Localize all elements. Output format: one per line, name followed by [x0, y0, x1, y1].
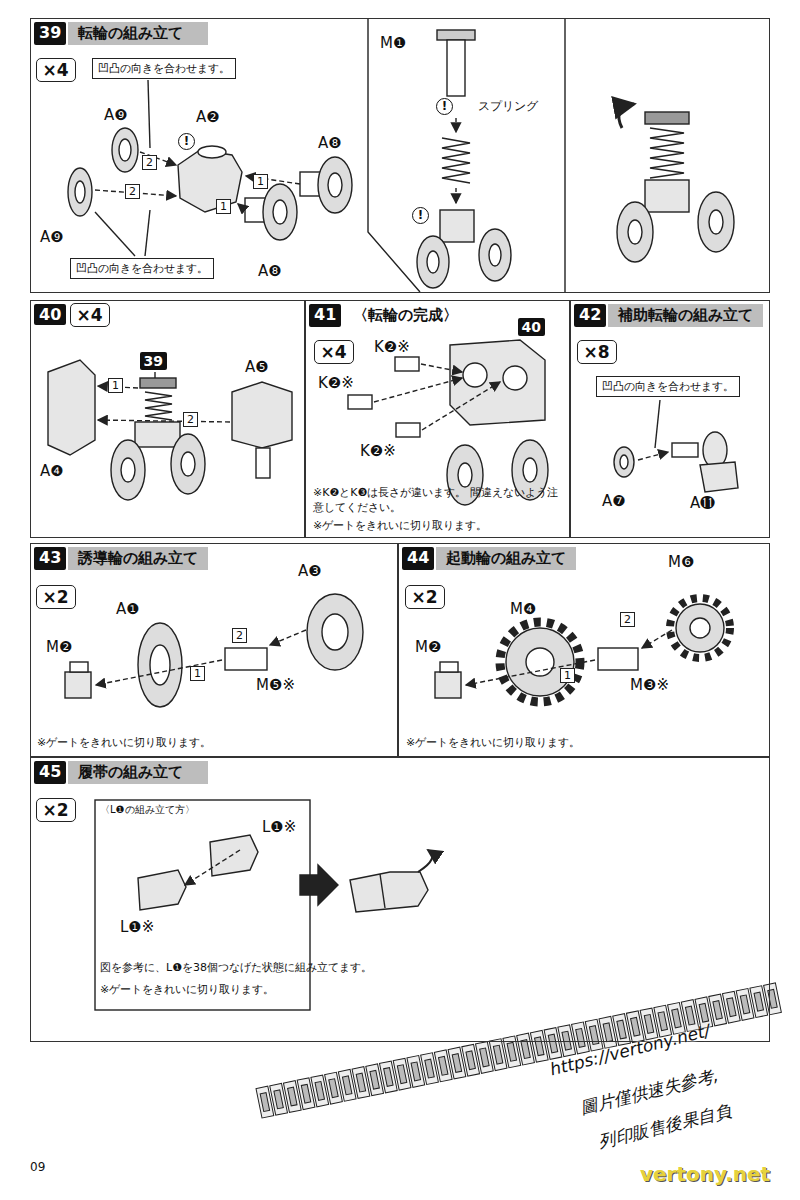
step-order-number: 2: [125, 184, 140, 199]
step-title: 起動輪の組み立て: [436, 547, 576, 570]
part-label: M❶: [380, 34, 406, 52]
box-text: ×4: [43, 60, 69, 80]
step-order-number: 2: [620, 612, 635, 627]
step-order-number: 1: [253, 174, 268, 189]
subheading: 〈L❶の組み立て方〉: [100, 803, 195, 817]
box-text: ×8: [584, 342, 610, 362]
callout-box: 凹凸の向きを合わせます。: [596, 376, 740, 397]
step-header: 43誘導輪の組み立て: [34, 547, 208, 570]
part-label: A❼: [602, 492, 626, 510]
callout-box: 凹凸の向きを合わせます。: [70, 258, 214, 279]
part-label: A❹: [40, 462, 64, 480]
box-text: ×2: [43, 800, 69, 820]
step-number: 45: [34, 761, 66, 784]
part-label: M❹: [510, 600, 536, 618]
quantity-box: ×2: [36, 585, 76, 609]
quantity-box: ×4: [70, 303, 110, 327]
step-order-number: 1: [216, 199, 231, 214]
page-number: 09: [30, 1160, 45, 1174]
quantity-box: ×2: [36, 798, 76, 822]
part-label: A❾: [104, 106, 128, 124]
note-text: ※ゲートをきれいに切り取ります。: [100, 982, 274, 997]
part-label: M❷: [415, 638, 441, 656]
part-label: A❷: [196, 108, 220, 126]
step-order-number: 2: [232, 628, 247, 643]
step-header: 41〈転輪の完成〉: [309, 304, 483, 327]
step-order-number: 2: [183, 412, 198, 427]
box-text: ×4: [321, 342, 347, 362]
step-header: 45履帯の組み立て: [34, 761, 208, 784]
step-panel: 45履帯の組み立て ×2: [30, 757, 770, 1042]
step-number: 43: [34, 547, 66, 570]
part-label: A❽: [318, 134, 342, 152]
box-text: ×4: [77, 305, 103, 325]
quantity-box: ×4: [36, 58, 76, 82]
part-label: スプリング: [478, 98, 538, 115]
part-label: A❺: [245, 358, 269, 376]
step-number: 41: [309, 304, 341, 327]
note-text: ※ゲートをきれいに切り取ります。: [313, 518, 487, 533]
step-reference: 39: [140, 352, 167, 370]
quantity-box: ×2: [405, 585, 445, 609]
part-label: L❶※: [120, 918, 154, 936]
box-text: 40: [522, 319, 541, 335]
box-text: 凹凸の向きを合わせます。: [602, 380, 734, 393]
quantity-box: ×4: [314, 340, 354, 364]
part-label: K❷※: [318, 374, 354, 392]
caution-mark: !: [436, 98, 453, 115]
step-title: 〈転輪の完成〉: [343, 304, 483, 327]
step-title: 転輪の組み立て: [68, 22, 208, 45]
box-text: 凹凸の向きを合わせます。: [98, 62, 230, 75]
track-illustration: [256, 983, 781, 1118]
step-panel: 40 ×4 39: [30, 300, 305, 538]
part-label: A❶: [116, 600, 140, 618]
step-header: 44起動輪の組み立て: [402, 547, 576, 570]
part-label: A❽: [258, 262, 282, 280]
part-label: A❾: [40, 228, 64, 246]
step-order-number: 1: [190, 666, 205, 681]
step-header: 39転輪の組み立て: [34, 22, 208, 45]
step-panel: 42補助転輪の組み立て ×8 凹凸の向きを合わせます。: [570, 300, 770, 538]
step-panel: 43誘導輪の組み立て ×2: [30, 543, 398, 757]
box-text: 39: [144, 353, 163, 369]
part-label: M❺※: [256, 676, 295, 694]
step-title: 履帯の組み立て: [68, 761, 208, 784]
part-label: L❶※: [262, 818, 296, 836]
watermark: vertony.net: [640, 1162, 770, 1186]
part-label: M❻: [668, 553, 694, 571]
note-text: ※ゲートをきれいに切り取ります。: [37, 735, 211, 750]
step-number: 40: [34, 304, 66, 325]
step-header: 42補助転輪の組み立て: [574, 304, 763, 327]
step-order-number: 2: [142, 155, 157, 170]
caution-mark: !: [178, 133, 195, 150]
step-number: 44: [402, 547, 434, 570]
part-label: M❷: [46, 638, 72, 656]
callout-box: 凹凸の向きを合わせます。: [92, 58, 236, 79]
box-text: 凹凸の向きを合わせます。: [76, 262, 208, 275]
step-title: 誘導輪の組み立て: [68, 547, 208, 570]
step-title: 補助転輪の組み立て: [608, 304, 763, 327]
step-order-number: 1: [108, 378, 123, 393]
part-label: K❷※: [374, 338, 410, 356]
step-reference: 40: [518, 318, 545, 336]
part-label: M❸※: [630, 676, 669, 694]
step-number: 39: [34, 22, 66, 45]
box-text: ×2: [412, 587, 438, 607]
step-number: 42: [574, 304, 606, 327]
note-text: ※ゲートをきれいに切り取ります。: [406, 735, 580, 750]
quantity-box: ×8: [577, 340, 617, 364]
step-panel: 44起動輪の組み立て ×2: [398, 543, 770, 757]
step-order-number: 1: [560, 668, 575, 683]
part-label: A❸: [298, 562, 322, 580]
note-text: 図を参考に、L❶を38個つなげた状態に組み立てます。: [100, 960, 372, 975]
part-label: A⓫: [690, 494, 715, 512]
box-text: ×2: [43, 587, 69, 607]
note-text: ※K❷とK❸は長さが違います。 間違えないよう注意してください。: [313, 485, 565, 515]
caution-mark: !: [412, 207, 429, 224]
step-header: 40: [34, 304, 66, 325]
part-label: K❷※: [360, 442, 396, 460]
step-panel: 39転輪の組み立て×4凹凸の向きを合わせます。凹凸の向きを合わせます。: [30, 18, 770, 293]
